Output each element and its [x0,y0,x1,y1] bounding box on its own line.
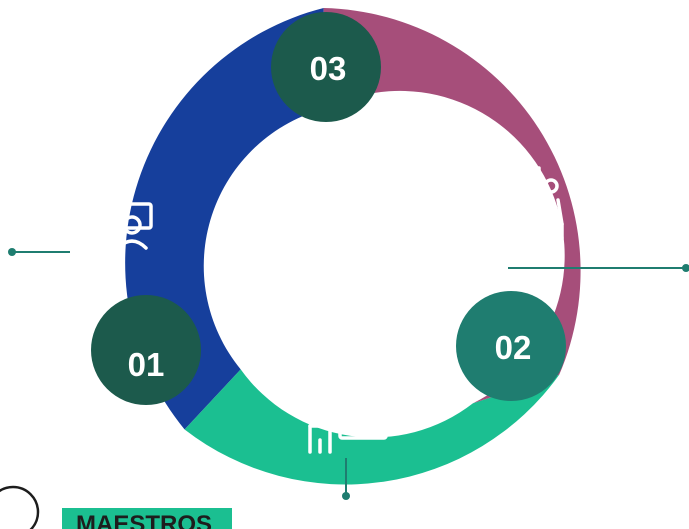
badge-02-label: 02 [495,329,532,366]
badge-01: 01 [91,295,201,405]
connector-left [8,248,70,256]
badge-01-label: 01 [128,346,165,383]
connector-right [508,264,689,272]
legend-highlight [62,508,232,529]
connector-bottom [342,458,350,500]
badge-02-circle [456,291,566,401]
badge-03: 03 [271,12,381,122]
badge-03-label: 03 [310,50,347,87]
meeting-icon [73,166,153,250]
badge-02: 02 [456,291,566,401]
segment-02-arc [184,369,560,485]
segment-03-arc [323,8,581,404]
badge-01-circle [91,295,201,405]
badge-03-circle [271,12,381,122]
legend-label: MAESTROS [76,511,212,529]
presentation-icon [308,398,388,454]
legend-marker [0,485,40,529]
legend: MAESTROS [0,485,232,529]
conversation-icon [486,166,564,240]
